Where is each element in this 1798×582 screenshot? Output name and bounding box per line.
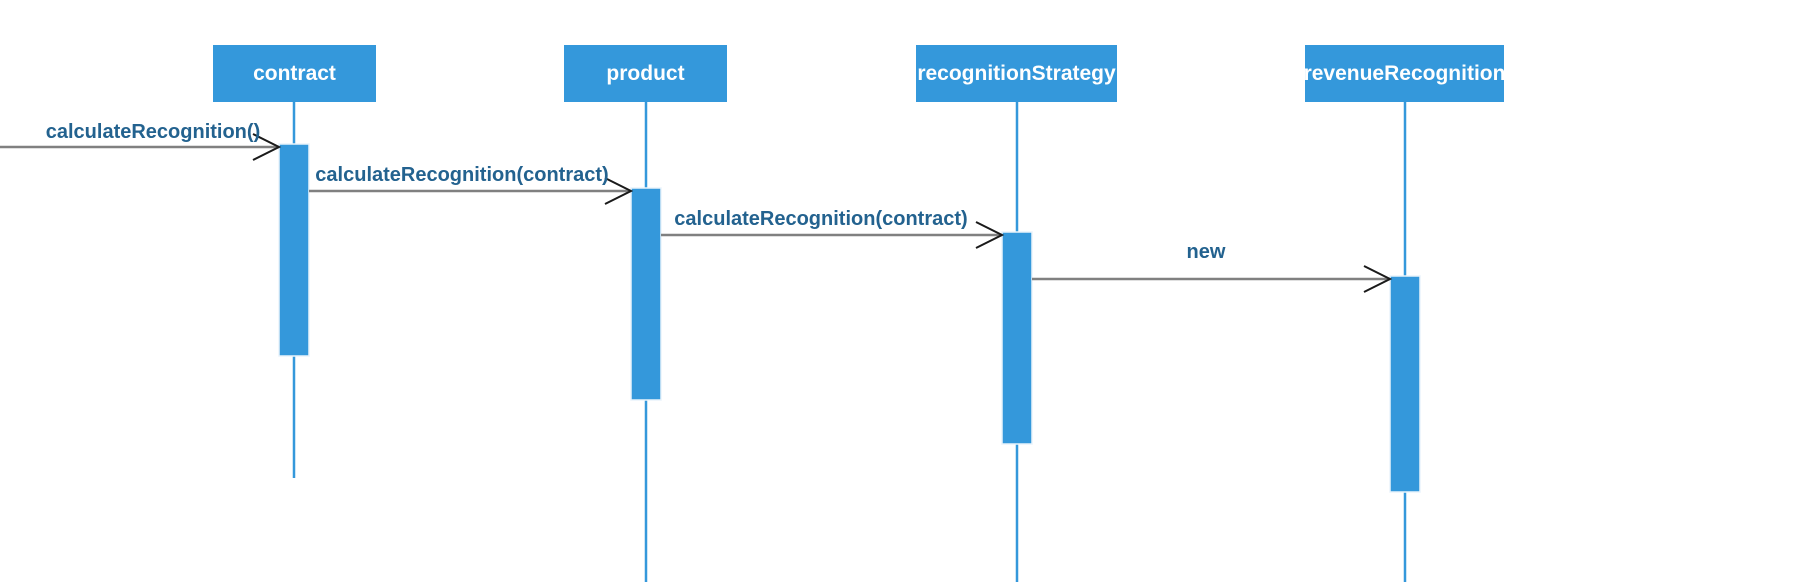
message-arrowhead-msg-1 (252, 133, 282, 161)
participant-box-recognitionStrategy[interactable] (916, 45, 1117, 102)
message-msg-2[interactable]: calculateRecognition(contract) (309, 164, 634, 205)
activation-bar-contract[interactable] (278, 143, 310, 357)
participant-label-product: product (606, 62, 684, 85)
participant-label-recognitionStrategy: recognitionStrategy (917, 62, 1116, 85)
message-arrowhead-msg-3 (975, 221, 1005, 249)
participant-box-revenueRecognition[interactable] (1305, 45, 1504, 102)
participant-box-contract[interactable] (213, 45, 376, 102)
participant-box-product[interactable] (564, 45, 727, 102)
message-msg-1[interactable]: calculateRecognition() (0, 121, 282, 161)
participant-label-contract: contract (253, 62, 336, 85)
message-label-msg-1: calculateRecognition() (46, 121, 260, 143)
message-arrowhead-msg-4 (1363, 265, 1393, 293)
message-msg-3[interactable]: calculateRecognition(contract) (661, 208, 1005, 249)
participant-recognitionStrategy[interactable]: recognitionStrategy (916, 45, 1117, 102)
participant-contract[interactable]: contract (213, 45, 376, 102)
message-label-msg-4: new (1187, 241, 1226, 263)
activation-bar-recognitionStrategy[interactable] (1001, 231, 1033, 445)
message-arrowhead-msg-2 (604, 177, 634, 205)
participant-product[interactable]: product (564, 45, 727, 102)
message-label-msg-2: calculateRecognition(contract) (315, 164, 608, 186)
messages-layer: calculateRecognition() calculateRecogniti… (0, 121, 1393, 293)
participant-revenueRecognition[interactable]: revenueRecognition (1304, 45, 1506, 102)
activation-bar-revenueRecognition[interactable] (1389, 275, 1421, 493)
participant-label-revenueRecognition: revenueRecognition (1304, 62, 1506, 85)
message-label-msg-3: calculateRecognition(contract) (674, 208, 967, 230)
participant-boxes-layer: contract product recognitionStrategy revenu… (213, 45, 1505, 102)
activation-bar-product[interactable] (630, 187, 662, 401)
message-msg-4[interactable]: new (1032, 241, 1393, 293)
activation-bars-layer (278, 143, 1421, 493)
